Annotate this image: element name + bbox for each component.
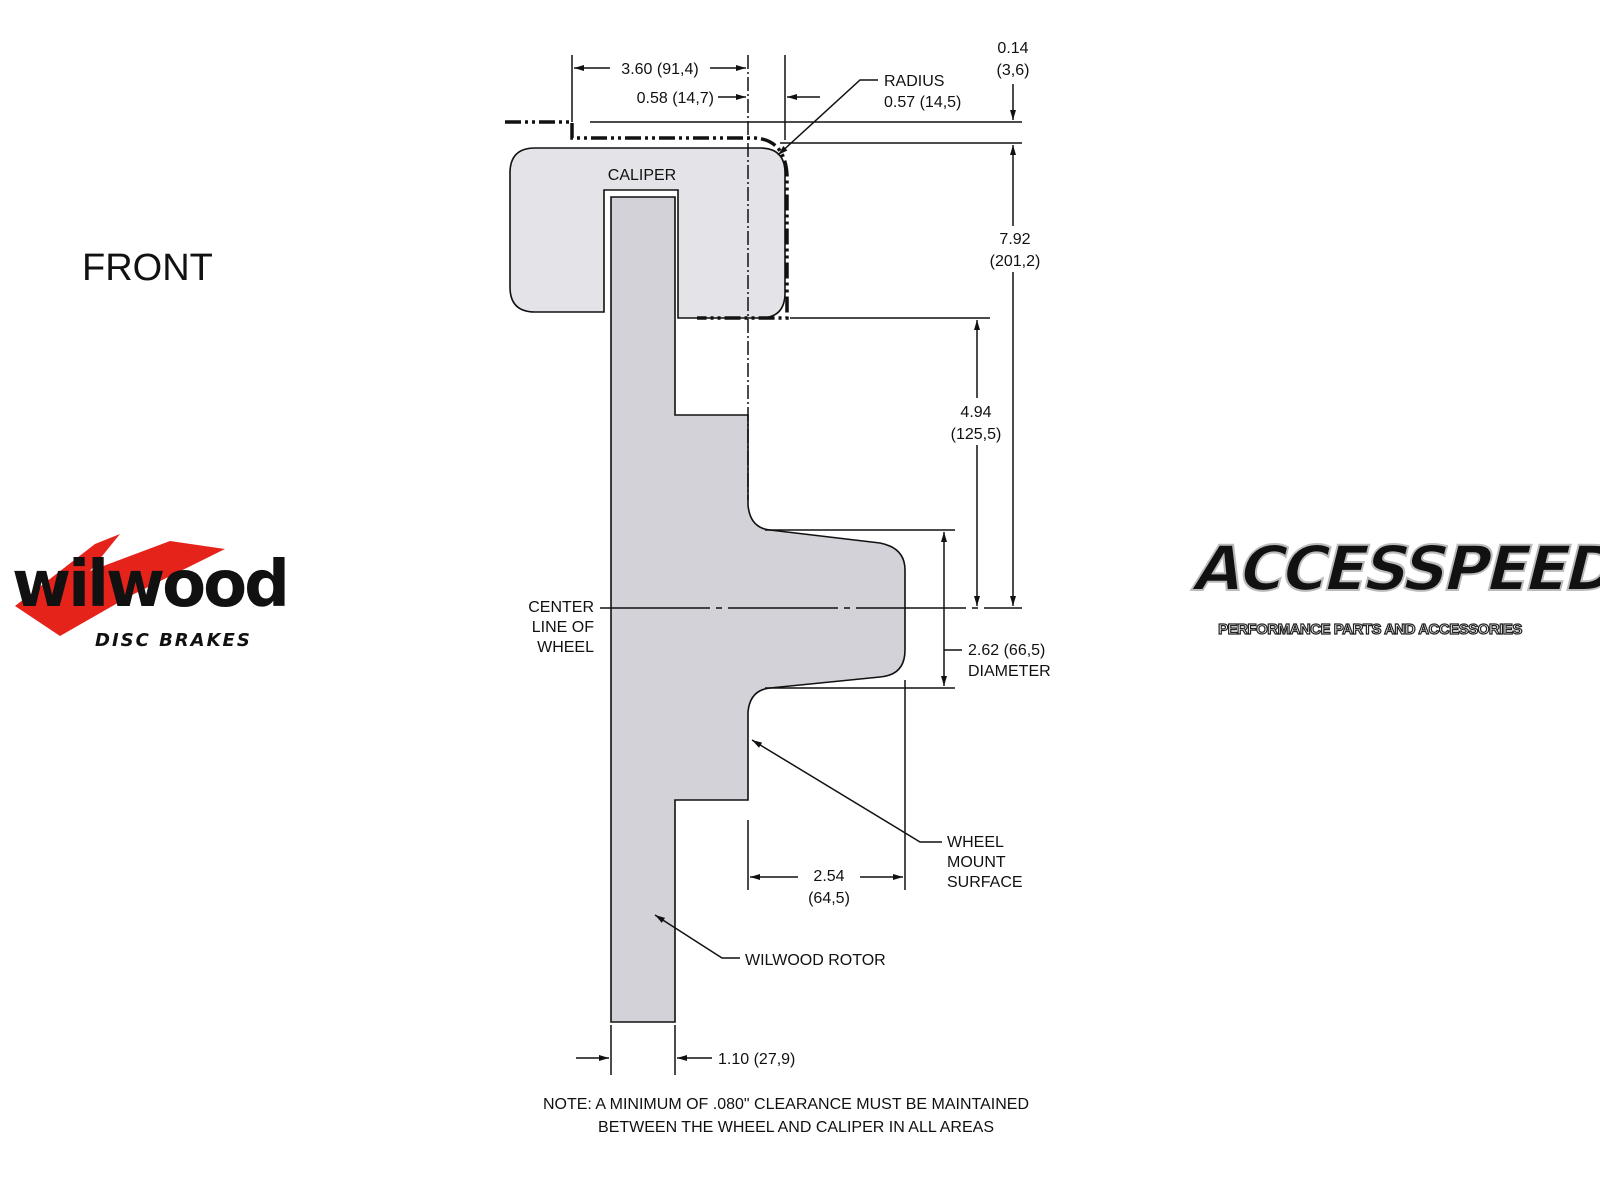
center-line-label: WHEEL [537, 639, 594, 656]
dimension-caliper-width: 3.60 (91,4) [621, 61, 698, 78]
dimension-offset: 0.58 (14,7) [637, 90, 714, 107]
clearance-envelope [505, 120, 789, 320]
radius-label: RADIUS [884, 73, 944, 90]
accesspeed-tagline: PERFORMANCE PARTS AND ACCESSORIES [1218, 621, 1522, 638]
center-line-label: CENTER [528, 599, 594, 616]
wheel-mount-label: MOUNT [947, 854, 1006, 871]
center-line-label: LINE OF [532, 619, 594, 636]
dimension-mount-depth: (64,5) [808, 890, 850, 907]
clearance-note: NOTE: A MINIMUM OF .080" CLEARANCE MUST … [543, 1096, 1029, 1113]
wheel-mount-label: WHEEL [947, 834, 1004, 851]
radius-value: 0.57 (14,5) [884, 94, 961, 111]
wilwood-wordmark: wilwood [12, 548, 287, 622]
accesspeed-wordmark: ACCESSPEED [1187, 533, 1600, 605]
wilwood-tagline: DISC BRAKES [95, 630, 252, 651]
front-label: FRONT [82, 247, 213, 289]
dimension-caliper-height: (201,2) [990, 253, 1041, 270]
dimension-mount-depth: 2.54 [813, 868, 844, 885]
dimension-top-clearance: 0.14 [997, 40, 1028, 57]
rotor-leader [654, 914, 740, 959]
dimension-hat-height: 4.94 [960, 404, 991, 421]
wheel-mount-label: SURFACE [947, 874, 1023, 891]
accesspeed-logo: ACCESSPEED PERFORMANCE PARTS AND ACCESSO… [1186, 532, 1600, 639]
dimension-hat-height: (125,5) [951, 426, 1002, 443]
clearance-note: BETWEEN THE WHEEL AND CALIPER IN ALL ARE… [598, 1119, 994, 1136]
dimension-caliper-height: 7.92 [999, 231, 1030, 248]
rotor-label: WILWOOD ROTOR [745, 952, 886, 969]
caliper-label: CALIPER [608, 167, 676, 184]
wilwood-logo: wilwood DISC BRAKES [12, 534, 290, 651]
logo-swoosh [15, 534, 225, 636]
dimension-top-clearance: (3,6) [997, 62, 1030, 79]
wheel-mount-leader [751, 739, 942, 843]
dimension-hub-diameter: 2.62 (66,5) [968, 642, 1045, 659]
dimension-hub-diameter: DIAMETER [968, 663, 1051, 680]
dimension-rotor-thickness: 1.10 (27,9) [718, 1051, 795, 1068]
rotor-shape [610, 196, 906, 1023]
radius-leader [777, 79, 878, 156]
